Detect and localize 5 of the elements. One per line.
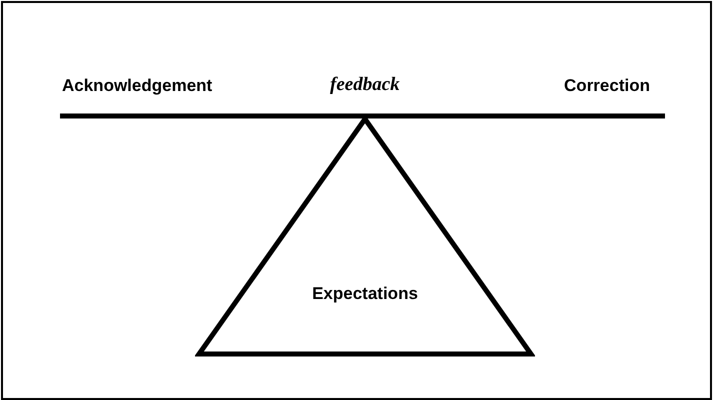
side-label: Acknowledgement [62,76,212,96]
side-label: Correction [564,76,650,96]
center-label: feedback [330,75,400,95]
fulcrum-triangle [195,116,535,358]
triangle-label: Expectations [311,284,419,304]
